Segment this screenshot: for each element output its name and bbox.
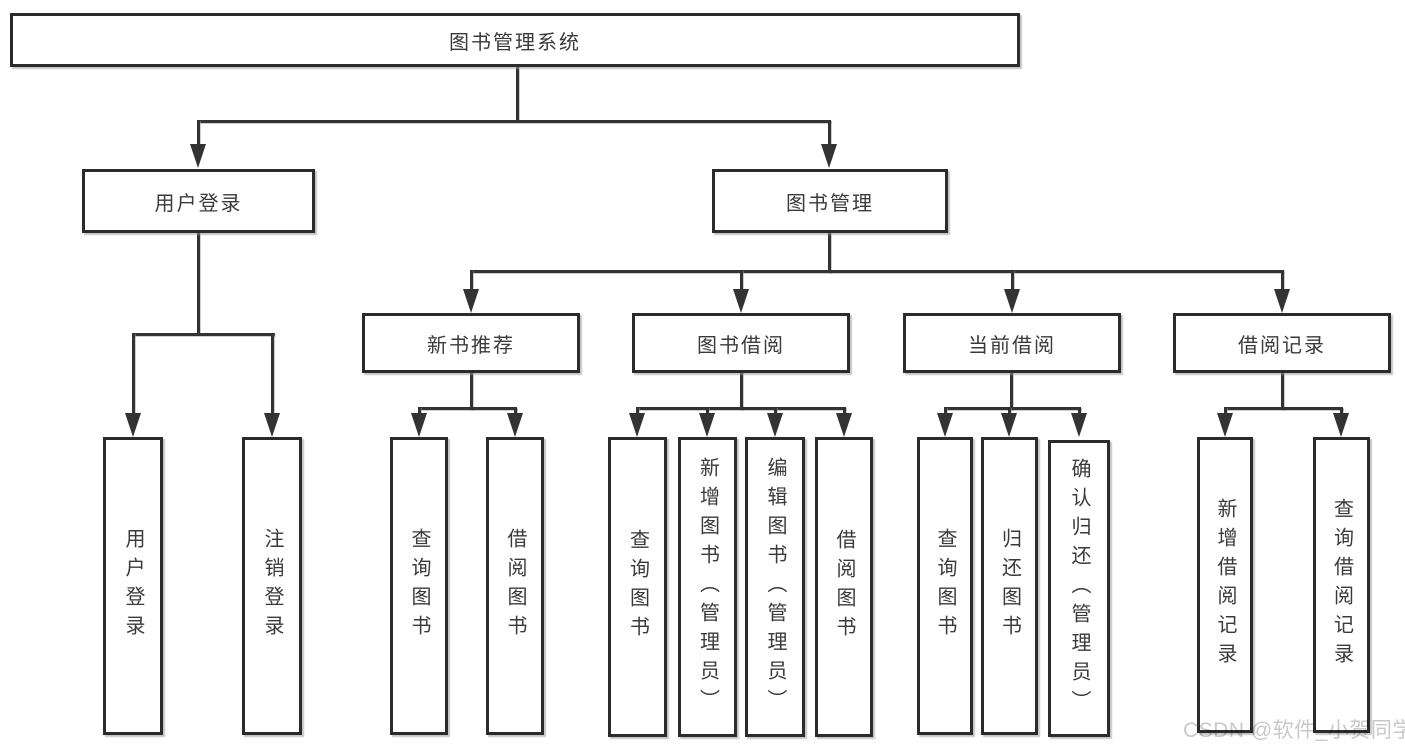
node-current-borrowing-label: 当前借阅	[968, 334, 1056, 357]
arrowhead-down-icon	[264, 413, 280, 437]
node-library-system-label: 图书管理系统	[449, 31, 581, 54]
node-borrowing-records: 借阅记录	[1173, 313, 1391, 373]
leaf-user-login: 用户登录	[103, 437, 163, 735]
leaf-records-query-record-label: 查询借阅记录	[1330, 498, 1353, 672]
leaf-recommend-query-books-label: 查询图书	[408, 528, 430, 644]
leaf-borrow-query-books-label: 查询图书	[626, 529, 649, 645]
connector-book-borrow-stub	[740, 371, 743, 410]
node-book-management: 图书管理	[712, 169, 948, 233]
arrowhead-down-icon	[1217, 413, 1233, 437]
connector-drop	[1008, 407, 1011, 417]
arrowhead-down-icon	[1071, 413, 1087, 437]
leaf-recommend-borrow-books: 借阅图书	[486, 437, 544, 735]
leaf-borrow-query-books: 查询图书	[608, 437, 667, 737]
connector-drop-user-login	[197, 120, 200, 146]
arrowhead-down-icon	[463, 289, 479, 313]
leaf-recommend-query-books: 查询图书	[390, 437, 448, 735]
leaf-borrow-borrow-books: 借阅图书	[815, 437, 873, 737]
node-user-login: 用户登录	[82, 169, 315, 233]
connector-drop-leaf-logout	[271, 333, 274, 415]
connector-level2-rail	[197, 120, 831, 123]
connector-drop	[1224, 407, 1227, 417]
node-library-system: 图书管理系统	[10, 13, 1020, 67]
leaf-borrow-edit-books-admin: 编辑图书（管理员）	[745, 437, 805, 737]
arrowhead-down-icon	[836, 413, 852, 437]
leaf-records-add-record-label: 新增借阅记录	[1214, 498, 1236, 672]
connector-book-mgmt-stub	[828, 231, 831, 273]
arrowhead-down-icon	[767, 413, 783, 437]
arrowhead-down-icon	[1001, 413, 1017, 437]
arrowhead-down-icon	[1004, 289, 1020, 313]
connector-borrow-records-rail	[1224, 407, 1343, 410]
connector-level3-rail	[470, 270, 1284, 273]
arrowhead-down-icon	[411, 413, 427, 437]
node-current-borrowing: 当前借阅	[903, 313, 1121, 373]
connector-current-borrow-rail	[944, 407, 1081, 410]
connector-drop-leaf-user-login	[132, 333, 135, 415]
connector-drop-new-book	[470, 270, 473, 292]
arrowhead-down-icon	[507, 413, 523, 437]
arrowhead-down-icon	[821, 144, 837, 168]
node-borrowing-records-label: 借阅记录	[1238, 334, 1326, 357]
leaf-current-query-books: 查询图书	[917, 437, 973, 735]
node-book-borrowing-label: 图书借阅	[697, 334, 785, 357]
leaf-recommend-borrow-books-label: 借阅图书	[504, 528, 526, 644]
leaf-current-query-books-label: 查询图书	[934, 528, 956, 644]
connector-drop-borrow-records	[1281, 270, 1284, 292]
leaf-user-login-label: 用户登录	[122, 528, 144, 644]
connector-drop	[514, 407, 517, 417]
arrowhead-down-icon	[699, 413, 715, 437]
leaf-borrow-borrow-books-label: 借阅图书	[833, 529, 855, 645]
leaf-records-query-record: 查询借阅记录	[1313, 437, 1370, 733]
leaf-borrow-edit-books-admin-label: 编辑图书（管理员）	[764, 456, 786, 718]
leaf-logout: 注销登录	[242, 437, 302, 735]
connector-drop	[418, 407, 421, 417]
arrowhead-down-icon	[733, 289, 749, 313]
arrowhead-down-icon	[190, 144, 206, 168]
arrowhead-down-icon	[1274, 289, 1290, 313]
connector-drop	[774, 407, 777, 417]
node-user-login-label: 用户登录	[154, 192, 243, 215]
arrowhead-down-icon	[125, 413, 141, 437]
connector-drop	[636, 407, 639, 417]
node-new-book-recommend-label: 新书推荐	[427, 334, 515, 357]
connector-new-book-rail	[418, 407, 517, 410]
connector-new-book-stub	[470, 371, 473, 410]
leaf-borrow-add-books-admin: 新增图书（管理员）	[678, 437, 737, 737]
connector-drop-book-mgmt	[828, 120, 831, 146]
connector-borrow-records-stub	[1281, 371, 1284, 410]
leaf-current-confirm-return-admin-label: 确认归还（管理员）	[1068, 458, 1090, 719]
connector-drop-current-borrow	[1011, 270, 1014, 292]
connector-drop	[944, 407, 947, 417]
arrowhead-down-icon	[1333, 413, 1349, 437]
leaf-records-add-record: 新增借阅记录	[1197, 437, 1253, 733]
leaf-current-return-books: 归还图书	[981, 437, 1038, 735]
connector-drop	[1078, 407, 1081, 417]
connector-book-borrow-rail	[636, 407, 846, 410]
node-new-book-recommend: 新书推荐	[362, 313, 580, 373]
arrowhead-down-icon	[629, 413, 645, 437]
connector-drop	[1340, 407, 1343, 417]
connector-current-borrow-stub	[1010, 371, 1013, 410]
connector-user-login-stub	[197, 231, 200, 335]
connector-drop	[843, 407, 846, 417]
leaf-current-confirm-return-admin: 确认归还（管理员）	[1048, 440, 1110, 737]
arrowhead-down-icon	[937, 413, 953, 437]
connector-drop-book-borrow	[740, 270, 743, 292]
leaf-borrow-add-books-admin-label: 新增图书（管理员）	[696, 456, 719, 718]
connector-user-login-rail	[132, 333, 275, 336]
node-book-management-label: 图书管理	[786, 192, 874, 215]
csdn-watermark: CSDN @软件_小贺同学	[1183, 719, 1405, 742]
leaf-logout-label: 注销登录	[261, 528, 283, 644]
connector-drop	[706, 407, 709, 417]
leaf-current-return-books-label: 归还图书	[998, 528, 1021, 644]
connector-root-stub	[516, 65, 519, 122]
node-book-borrowing: 图书借阅	[632, 313, 850, 373]
